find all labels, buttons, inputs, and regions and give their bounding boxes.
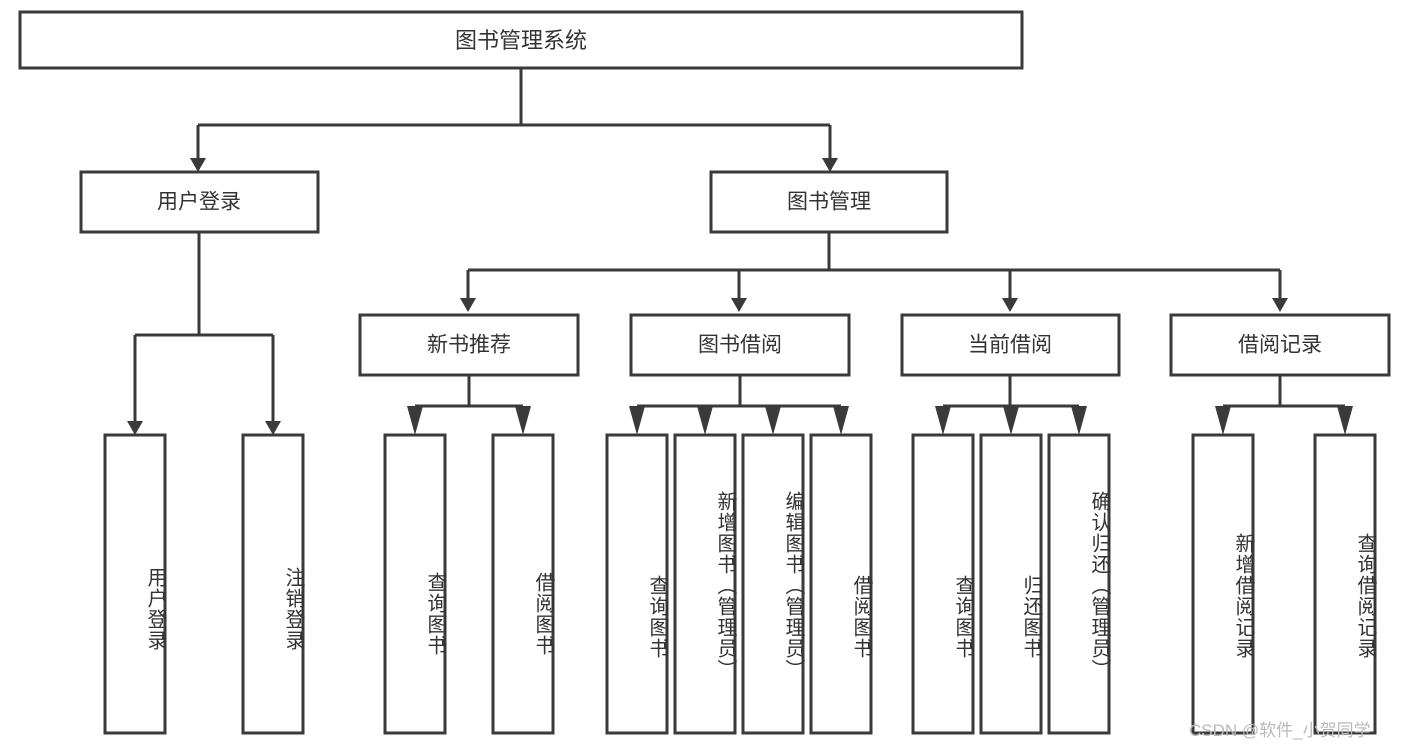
connector-book-management-to-level2	[460, 232, 1288, 312]
edge-book-management-branch	[466, 232, 1282, 298]
arrowhead-icon	[407, 406, 423, 435]
leaf-borrow-book-2-box[interactable]	[809, 433, 873, 735]
node-user-login-label: 用户登录	[157, 191, 241, 214]
arrowhead-icon	[460, 298, 476, 312]
node-root-box[interactable]	[18, 10, 1024, 70]
arrowhead-icon	[935, 406, 951, 435]
leaf-confirm-return-box[interactable]	[1047, 433, 1111, 735]
node-user-login[interactable]: 用户登录	[79, 170, 320, 234]
node-book-management-box[interactable]	[709, 170, 949, 234]
node-new-book-recommend-box[interactable]	[358, 313, 580, 377]
node-new-book-recommend[interactable]: 新书推荐	[358, 313, 580, 377]
arrowhead-icon	[1272, 298, 1288, 312]
connector-root-to-level1	[190, 68, 838, 172]
leaf-boxes	[103, 433, 1377, 735]
arrowhead-icon	[731, 298, 747, 312]
arrowhead-icon	[833, 406, 849, 435]
edge-user-login-branch	[133, 232, 275, 421]
node-book-borrow-label: 图书借阅	[698, 334, 782, 357]
connector-user-login-to-leaves	[127, 232, 281, 435]
leaf-edit-book-box[interactable]	[741, 433, 805, 735]
leaf-query-record-box[interactable]	[1313, 433, 1377, 735]
arrowhead-icon	[822, 158, 838, 172]
arrowhead-icon	[265, 421, 281, 435]
arrowhead-icon	[1215, 406, 1231, 435]
leaf-query-book-2-box[interactable]	[605, 433, 669, 735]
csdn-watermark: CSDN @软件_小贺同学	[1189, 721, 1371, 740]
node-borrow-record[interactable]: 借阅记录	[1169, 313, 1391, 377]
node-borrow-record-label: 借阅记录	[1238, 334, 1322, 357]
node-user-login-box[interactable]	[79, 170, 320, 234]
node-new-book-recommend-label: 新书推荐	[427, 334, 511, 357]
node-root-label: 图书管理系统	[455, 28, 587, 53]
arrowhead-icon	[1002, 298, 1018, 312]
arrowhead-icon	[190, 158, 206, 172]
node-book-management[interactable]: 图书管理	[709, 170, 949, 234]
edge-current-borrow-branch	[943, 375, 1079, 408]
connector-borrow-record-to-leaves	[1215, 375, 1353, 435]
leaf-add-record-box[interactable]	[1191, 433, 1255, 735]
node-book-borrow[interactable]: 图书借阅	[629, 313, 851, 377]
node-book-management-label: 图书管理	[787, 191, 871, 214]
node-current-borrow[interactable]: 当前借阅	[900, 313, 1121, 377]
arrowhead-icon	[1071, 406, 1087, 435]
node-book-borrow-box[interactable]	[629, 313, 851, 377]
leaf-query-book-1-box[interactable]	[383, 433, 447, 735]
leaf-return-book-box[interactable]	[979, 433, 1043, 735]
arrowhead-icon	[1337, 406, 1353, 435]
arrowhead-icon	[1003, 406, 1019, 435]
connector-book-borrow-to-leaves	[629, 375, 849, 435]
connector-current-borrow-to-leaves	[935, 375, 1087, 435]
leaf-logout-login-box[interactable]	[241, 433, 305, 735]
node-current-borrow-box[interactable]	[900, 313, 1121, 377]
leaf-user-login-box[interactable]	[103, 433, 167, 735]
arrowhead-icon	[697, 406, 713, 435]
node-root[interactable]: 图书管理系统	[18, 10, 1024, 70]
edge-borrow-record-branch	[1223, 375, 1345, 408]
node-borrow-record-box[interactable]	[1169, 313, 1391, 377]
leaf-add-book-box[interactable]	[673, 433, 737, 735]
leaf-query-book-3-box[interactable]	[911, 433, 975, 735]
arrowhead-icon	[765, 406, 781, 435]
connector-new-book-recommend-to-leaves	[407, 375, 531, 435]
edge-root-branch	[196, 68, 832, 158]
arrowhead-icon	[515, 406, 531, 435]
edge-book-borrow-branch	[637, 375, 841, 408]
arrowhead-icon	[127, 421, 143, 435]
arrowhead-icon	[629, 406, 645, 435]
leaf-borrow-book-1-box[interactable]	[491, 433, 555, 735]
edge-new-book-branch	[413, 375, 525, 421]
node-current-borrow-label: 当前借阅	[968, 334, 1052, 357]
